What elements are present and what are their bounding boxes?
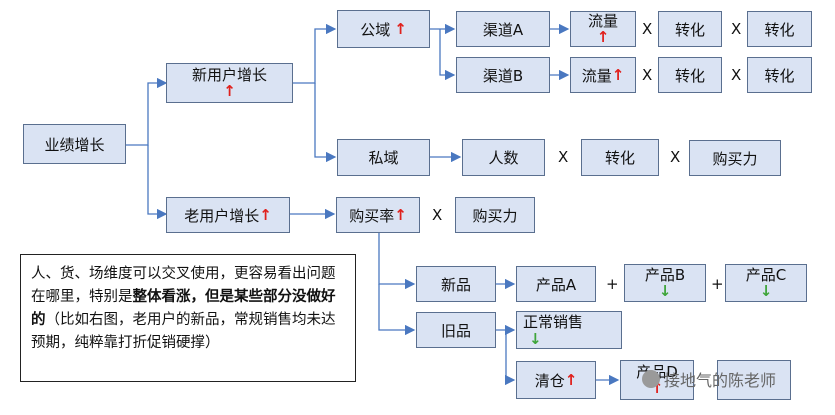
watermark-text: 接地气的陈老师 [664,371,777,390]
label: 产品A [535,275,577,294]
line-rate-newproduct [378,232,416,290]
wechat-icon [642,370,660,388]
note-text-part1: 人、货、场维度可以交叉使用，更容易看出问题在哪里，特别是 [31,266,336,305]
down-arrow-icon: ↓ [759,282,773,300]
down-arrow-icon: ↓ [529,329,542,348]
label: 转化 [674,20,705,39]
node-channel-b: 渠道B [456,57,550,93]
node-convert-a1: 转化 [658,11,722,47]
label: 购买力 [712,149,758,168]
times-operator: X [432,206,443,224]
label: 转化 [674,66,705,85]
label: 渠道B [482,66,524,85]
down-arrow-icon: ↓ [658,282,672,300]
node-public-domain: 公域 ↑ [337,10,430,48]
node-people-count: 人数 [462,139,545,176]
up-arrow-icon: ↑ [611,66,625,84]
node-product-b: 产品B ↓ [624,264,706,302]
label: 转化 [604,149,635,167]
label: 老用户增长 [184,206,260,225]
watermark: 接地气的陈老师 [642,367,776,391]
label: 购买率 [349,206,395,225]
label: 购买力 [472,206,518,225]
label: 正常销售 [523,313,584,331]
node-convert-private: 转化 [581,139,659,176]
node-convert-b2: 转化 [747,57,812,93]
note-box: 人、货、场维度可以交叉使用，更容易看出问题在哪里，特别是整体看涨，但是某些部分没… [20,254,356,382]
node-product-c: 产品C ↓ [725,264,807,302]
note-text-bold: 整体看涨，但是某些部分没做好的 [31,289,336,328]
line-rate-oldproduct [378,284,416,336]
label: 业绩增长 [44,135,105,154]
node-traffic-b: 流量 ↑ [570,57,636,93]
plus-operator: + [606,275,619,293]
node-old-user-growth: 老用户增长 ↑ [166,197,290,233]
node-convert-a2: 转化 [747,11,812,47]
times-operator: X [558,148,569,166]
label: 渠道A [482,20,524,39]
up-arrow-icon: ↑ [564,371,578,389]
up-arrow-icon: ↑ [596,28,610,46]
label: 私域 [368,149,399,167]
line-newuser-public [293,23,337,84]
up-arrow-icon: ↑ [259,206,272,224]
label: 转化 [764,20,795,39]
up-arrow-icon: ↑ [394,20,407,38]
line-perf-olduser [147,145,168,220]
node-old-product: 旧品 [416,312,496,348]
label: 人数 [488,149,519,167]
line-perf-newuser [126,77,168,146]
times-operator: X [642,20,653,38]
label: 旧品 [440,321,471,340]
line-public-channelb [439,29,456,81]
node-convert-b1: 转化 [658,57,722,93]
times-operator: X [731,66,742,84]
plus-operator: + [711,275,724,293]
node-traffic-a: 流量 ↑ [570,11,636,47]
node-regular-sales: 正常销售 ↓ [516,311,622,349]
up-arrow-icon: ↑ [394,206,407,224]
line-newuser-private [314,83,337,163]
node-new-product: 新品 [416,266,496,302]
label: 流量 [587,11,618,30]
label: 新品 [440,275,471,294]
label: 产品C [745,265,787,284]
label: 新用户增长 [191,65,267,84]
label: 产品B [644,265,686,284]
line-oldproduct-clearance [504,330,516,386]
node-private-domain: 私域 [337,139,430,176]
node-product-a: 产品A [516,266,596,302]
node-buying-power-private: 购买力 [689,140,781,176]
times-operator: X [642,66,653,84]
label: 流量 [581,66,612,85]
node-performance-growth: 业绩增长 [23,124,126,164]
label: 清仓 [534,371,565,390]
note-text-part2: （比如右图，老用户的新品，常规销售均未达预期，纯粹靠打折促销硬撑） [31,312,336,351]
node-new-user-growth: 新用户增长 ↑ [166,63,293,103]
times-operator: X [731,20,742,38]
node-purchase-rate: 购买率 ↑ [336,197,420,233]
node-channel-a: 渠道A [456,11,550,47]
up-arrow-icon: ↑ [223,82,236,100]
node-blank-right [717,360,791,400]
times-operator: X [670,148,681,166]
label: 转化 [764,66,795,85]
node-clearance: 清仓 ↑ [516,361,596,399]
node-buying-power-old: 购买力 [455,197,535,233]
label: 公域 [360,20,391,39]
